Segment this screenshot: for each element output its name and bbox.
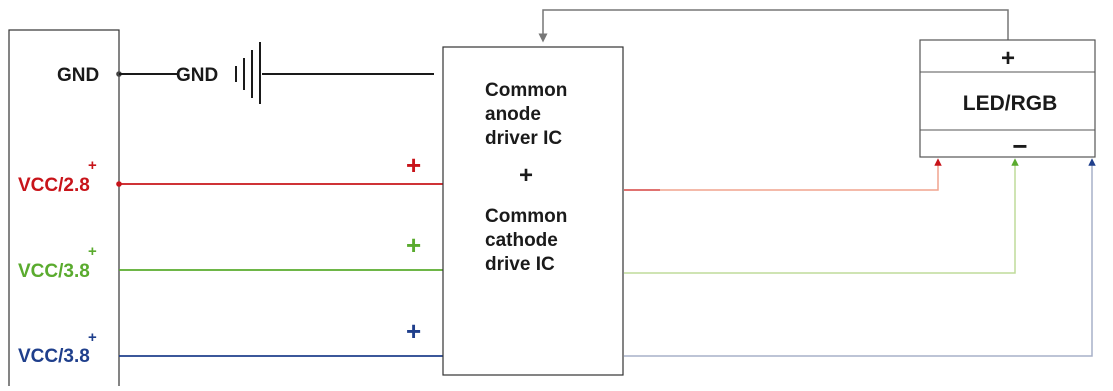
rail-3-label: VCC/3.8: [18, 346, 90, 367]
driver-ic-text: Common anode driver IC + Common cathode …: [485, 80, 567, 275]
source-block: [8, 29, 120, 391]
rail-3-sign: +: [88, 329, 97, 346]
output-wire-red: [624, 158, 942, 191]
ic-line-4: +: [519, 162, 533, 189]
ic-line-5: Common: [485, 206, 567, 227]
gnd-label: GND: [57, 65, 99, 86]
battery-icon: [235, 42, 261, 104]
output-wire-blue: [624, 158, 1096, 357]
ic-line-6: cathode: [485, 230, 558, 251]
driver-ic-block: [442, 46, 624, 376]
rail-2-label: VCC/3.8: [18, 261, 90, 282]
output-wire-green: [624, 158, 1019, 274]
ic-line-2: anode: [485, 104, 541, 125]
rail-1-label: VCC/2.8: [18, 175, 90, 196]
rail-1-plus: +: [406, 150, 421, 180]
ic-line-3: driver IC: [485, 128, 562, 149]
rail-2-plus: +: [406, 230, 421, 260]
led-label: LED/RGB: [963, 92, 1058, 115]
led-block: + LED/RGB −: [919, 39, 1096, 161]
led-plus: +: [1001, 45, 1015, 72]
ic-line-7: drive IC: [485, 254, 555, 275]
rail-1-sign: +: [88, 157, 97, 174]
led-minus: −: [1012, 131, 1027, 161]
feedback-wire: [538, 9, 1009, 43]
battery-gnd-label: GND: [176, 65, 218, 86]
rail-3-plus: +: [406, 316, 421, 346]
ic-line-1: Common: [485, 80, 567, 101]
rail-2-sign: +: [88, 243, 97, 260]
